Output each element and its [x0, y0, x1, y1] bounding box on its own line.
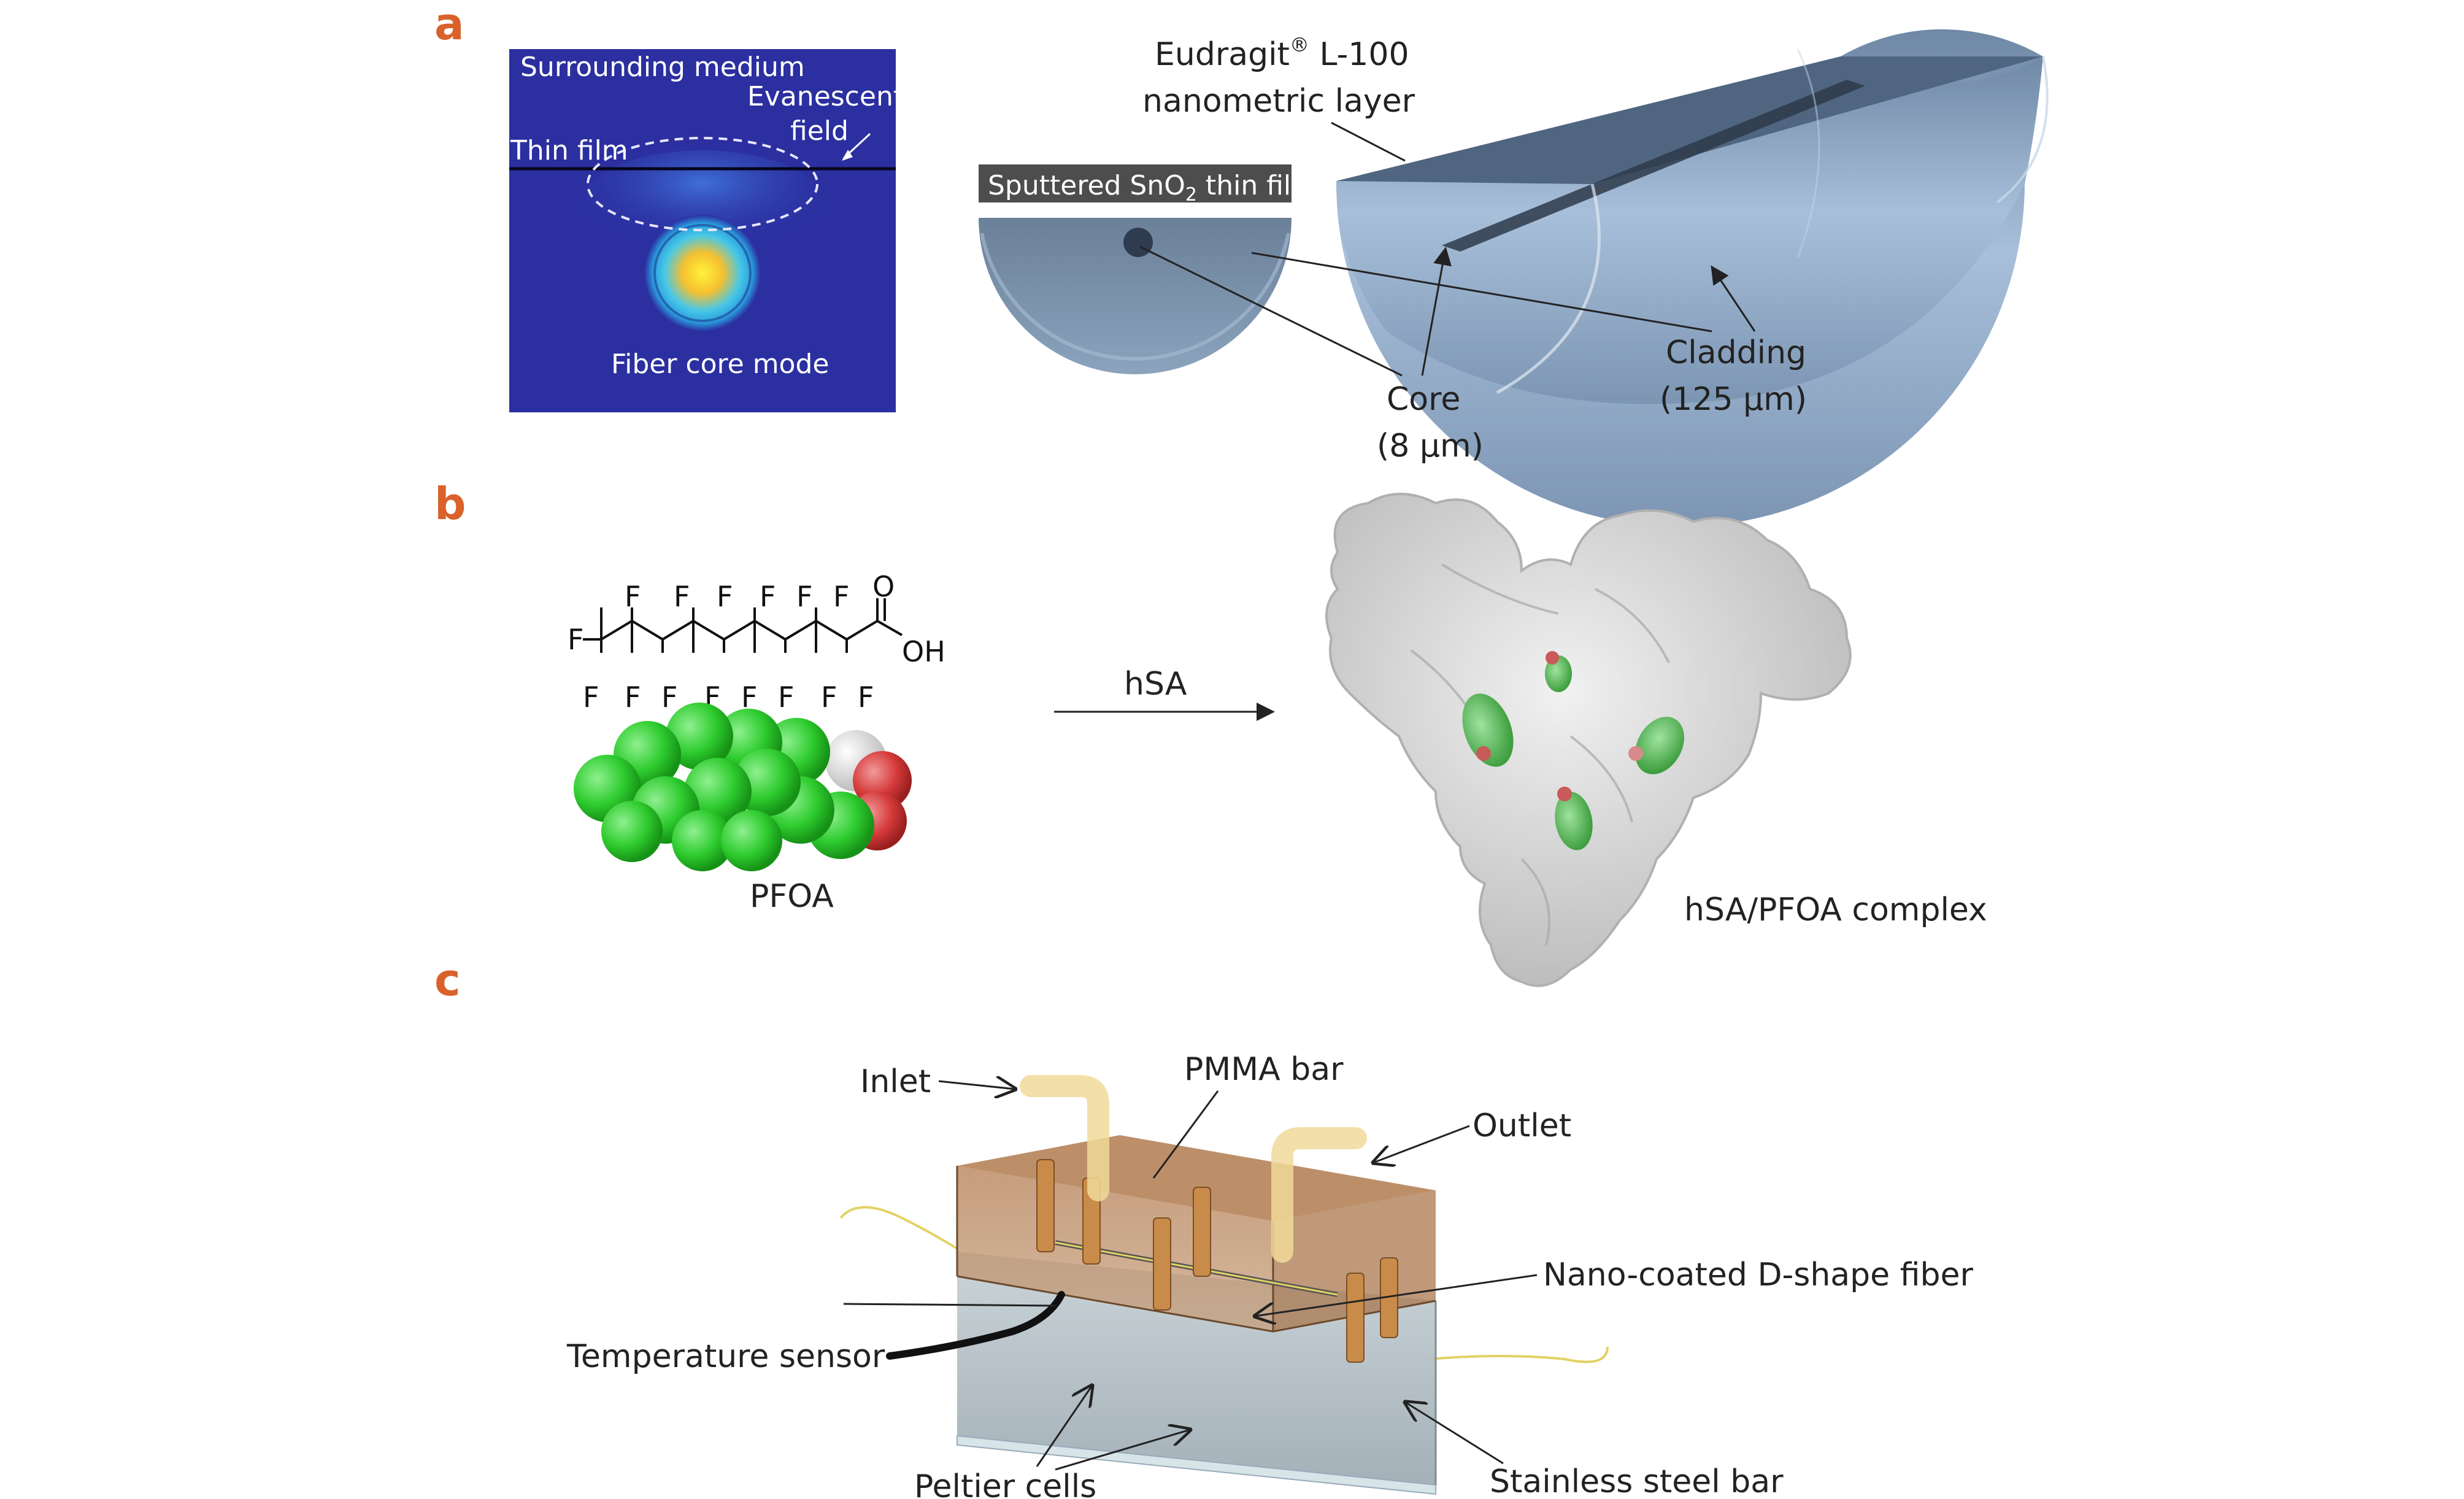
- fiber-wire-right: [1429, 1346, 1609, 1363]
- evanescent-field-outline: [587, 137, 818, 231]
- panel-label-b: b: [434, 478, 466, 530]
- atom-f: F: [796, 580, 812, 613]
- fiber-pointer: [1255, 1274, 1538, 1316]
- pmma-pins: [1036, 1159, 1398, 1363]
- atom-o: O: [872, 570, 895, 603]
- label-hsa-pfoa-complex: hSA/PFOA complex: [1684, 892, 1987, 928]
- fiber-end-edge: [1996, 56, 2049, 204]
- carbon-chain: [600, 619, 879, 641]
- label-nano-coated-fiber: Nano-coated D-shape fiber: [1543, 1257, 1973, 1293]
- label-surrounding-medium: Surrounding medium: [520, 52, 805, 83]
- pfoa-space-filling-model: [574, 703, 912, 871]
- atom-f: F: [661, 680, 677, 714]
- fiber-disk-rim: [980, 233, 1290, 361]
- bound-pfoa-ligand: [1545, 651, 1572, 692]
- fiber-core-groove: [1442, 80, 1865, 252]
- atom-f: F: [741, 680, 757, 714]
- flow-cell-device: [839, 1075, 1609, 1495]
- label-pmma-bar: PMMA bar: [1184, 1051, 1344, 1088]
- label-temperature-sensor: Temperature sensor: [566, 1338, 885, 1375]
- steel-pointer: [1405, 1402, 1504, 1465]
- core-pointer-disk: [1139, 245, 1403, 377]
- fiber-core-dot: [1123, 228, 1153, 257]
- fiber-cut-edge: [1496, 183, 1601, 395]
- bound-pfoa-ligand: [1555, 787, 1593, 850]
- label-core: Core: [1387, 381, 1460, 418]
- stainless-steel-bar-base: [957, 1435, 1436, 1495]
- atom-f: F: [858, 680, 874, 714]
- atom-oh: OH: [902, 635, 945, 668]
- label-peltier-cells: Peltier cells: [914, 1468, 1096, 1499]
- evanescent-glow: [580, 150, 825, 261]
- temperature-pointer: [843, 1303, 1056, 1307]
- fiber-wire-left: [839, 1206, 958, 1250]
- hsa-protein-surface: [1325, 493, 1852, 987]
- pfoa-atom-labels: F F F F F F F F F F F F F F F O OH: [568, 570, 945, 714]
- outlet-pointer: [1373, 1125, 1470, 1163]
- atom-f: F: [778, 680, 794, 714]
- atom-f: F: [717, 580, 733, 613]
- core-mode-ring: [653, 224, 752, 322]
- atom-f: F: [760, 580, 776, 613]
- cladding-pointer-cylinder: [1711, 265, 1756, 332]
- label-sno2-film: Sputtered SnO2 thin film: [988, 170, 1317, 206]
- atom-f: F: [625, 680, 641, 714]
- outlet-tube: [1271, 1127, 1367, 1263]
- atom-f: F: [625, 580, 641, 613]
- label-nanometric-layer: nanometric layer: [1142, 83, 1415, 120]
- sno2-film-bar: [979, 164, 1292, 202]
- inlet-pointer: [938, 1081, 1015, 1089]
- fiber-flat-face: [1336, 56, 2043, 184]
- atom-f: F: [674, 580, 690, 613]
- protein-body: [1325, 493, 1852, 987]
- atom-f: F: [833, 580, 849, 613]
- label-eudragit: Eudragit® L-100: [1155, 33, 1409, 73]
- bound-pfoa-ligand: [1628, 717, 1684, 774]
- label-thin-film: Thin film: [510, 135, 628, 166]
- cladding-pointer-disk: [1251, 252, 1712, 333]
- mode-image: Surrounding medium Evanescent field Thin…: [509, 49, 904, 412]
- label-inlet: Inlet: [860, 1063, 931, 1100]
- label-outlet: Outlet: [1473, 1108, 1571, 1144]
- fiber-end-highlight: [1796, 48, 1820, 258]
- inlet-tube: [1020, 1075, 1109, 1201]
- atom-f: F: [568, 623, 583, 656]
- pfoa-structure: [583, 598, 903, 653]
- label-cladding-size: (125 µm): [1660, 381, 1807, 418]
- panel-label-a: a: [434, 0, 464, 50]
- fiber-cylinder: [1336, 29, 2049, 527]
- bound-pfoa-ligand: [1462, 693, 1514, 767]
- label-stainless-steel-bar: Stainless steel bar: [1490, 1463, 1784, 1499]
- label-pfoa: PFOA: [750, 878, 834, 915]
- fiber-disk: [979, 218, 1292, 374]
- label-hsa: hSA: [1124, 666, 1187, 703]
- core-pointer-cylinder: [1421, 247, 1452, 376]
- core-mode-spot: [644, 215, 761, 331]
- eudragit-pointer: [1331, 121, 1406, 162]
- label-cladding: Cladding: [1666, 334, 1806, 371]
- peltier-pointer-1: [1036, 1385, 1092, 1467]
- atom-f: F: [821, 680, 837, 714]
- panel-label-c: c: [434, 954, 461, 1006]
- evanescent-pointer-head: [842, 150, 853, 161]
- label-evanescent: Evanescent: [747, 81, 904, 112]
- atom-f: F: [583, 680, 599, 714]
- label-core-size: (8 µm): [1377, 428, 1484, 464]
- fiber-cross-section: Sputtered SnO2 thin film: [979, 164, 1317, 374]
- bond-c-oh: [877, 620, 903, 636]
- peltier-pointer-2: [1055, 1430, 1190, 1471]
- temperature-sensor-cable: [886, 1291, 1065, 1360]
- label-fiber-core-mode: Fiber core mode: [611, 349, 829, 380]
- label-field: field: [790, 115, 849, 147]
- pmma-bar-top: [957, 1135, 1436, 1221]
- pmma-pointer: [1152, 1090, 1219, 1179]
